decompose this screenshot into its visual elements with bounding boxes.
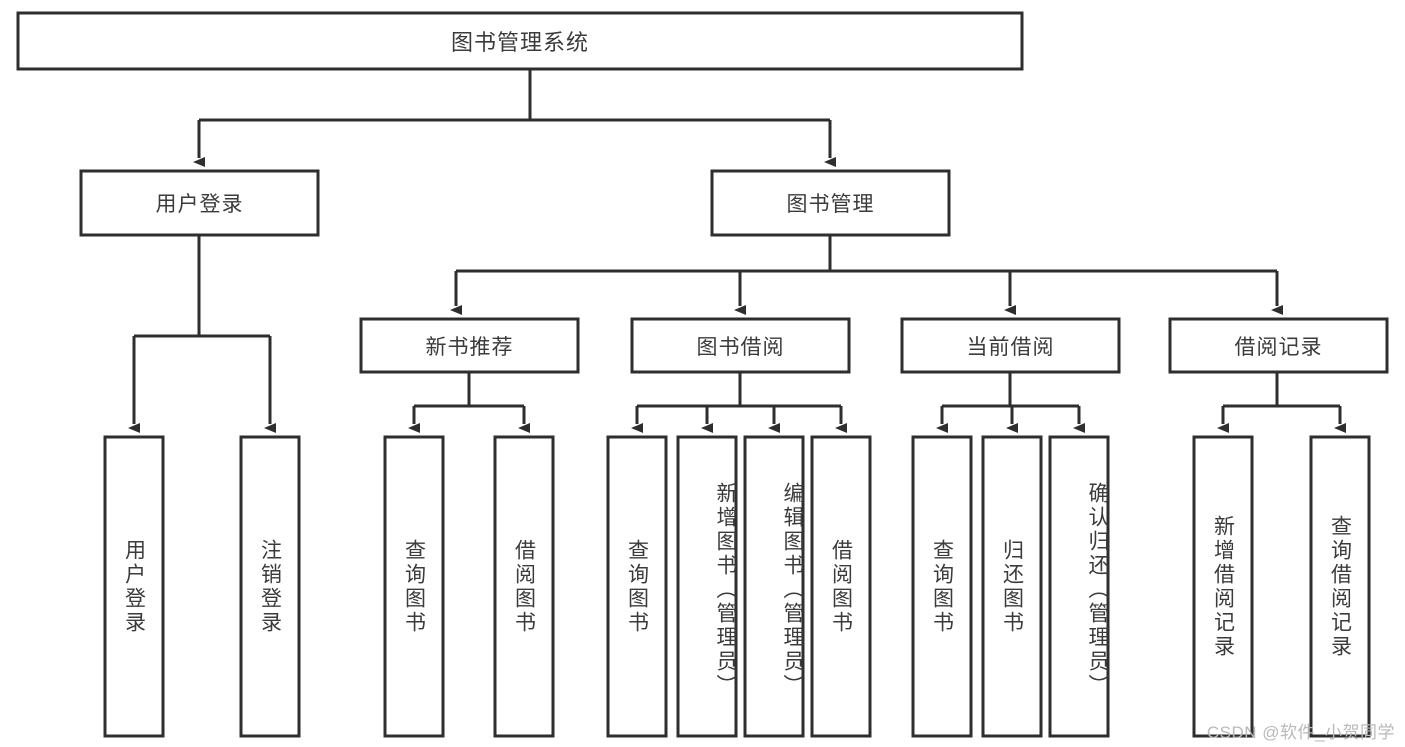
node-borrow-record-box[interactable] [1168,317,1389,374]
leaf-box-new-book-2[interactable] [493,435,555,738]
node-book-mgmt-box[interactable] [710,169,951,237]
leaf-box-book-borrow-4[interactable] [810,435,872,738]
leaf-box-current-borrow-1[interactable] [911,435,973,738]
leaf-box-user-login-2[interactable] [239,435,301,738]
leaf-box-borrow-record-2[interactable] [1309,435,1371,738]
leaf-box-book-borrow-3[interactable] [743,435,805,738]
leaf-box-current-borrow-2[interactable] [981,435,1043,738]
csdn-watermark: CSDN @软件_小贺同学 [1206,723,1395,742]
node-current-borrow-box[interactable] [900,317,1121,374]
leaf-box-user-login-1[interactable] [103,435,165,738]
leaf-box-borrow-record-1[interactable] [1192,435,1254,738]
node-new-book-box[interactable] [359,317,580,374]
leaf-box-book-borrow-2[interactable] [676,435,738,738]
node-user-login-box[interactable] [79,169,320,237]
node-book-borrow-box[interactable] [630,317,851,374]
leaf-box-book-borrow-1[interactable] [606,435,668,738]
node-root-box[interactable] [16,11,1024,71]
leaf-box-current-borrow-3[interactable] [1048,435,1110,738]
leaf-box-new-book-1[interactable] [383,435,445,738]
